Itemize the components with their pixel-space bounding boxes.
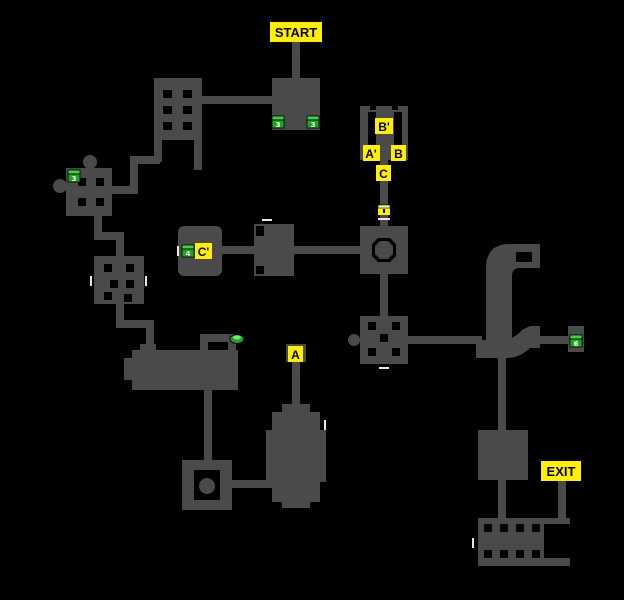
marker-c-prime: C' [195, 243, 212, 259]
svg-text:3: 3 [311, 121, 316, 129]
door-icon [379, 367, 389, 369]
svg-text:B: B [394, 147, 403, 161]
svg-text:C: C [379, 167, 388, 181]
svg-text:4: 4 [186, 250, 191, 258]
door-icon [177, 246, 179, 256]
marker-a: A [288, 346, 303, 362]
chest-c-prime[interactable]: 4 [181, 244, 195, 258]
marker-b: B [391, 145, 406, 161]
chest-top-left[interactable]: 3 [271, 115, 285, 129]
southeast-room [478, 430, 528, 480]
svg-text:3: 3 [72, 175, 77, 183]
chest-small-icon[interactable] [377, 204, 391, 215]
chest-east[interactable]: 6 [569, 334, 583, 348]
door-icon [378, 218, 390, 220]
doors [90, 218, 474, 548]
chest-west[interactable]: 3 [67, 169, 81, 183]
svg-text:A': A' [365, 147, 377, 161]
chest-top-right[interactable]: 3 [306, 115, 320, 129]
svg-text:START: START [275, 25, 317, 40]
west-mid-room [94, 256, 144, 304]
exit-marker: EXIT [541, 461, 581, 481]
svg-text:B': B' [378, 120, 390, 134]
svg-text:EXIT: EXIT [547, 464, 576, 479]
svg-text:C': C' [198, 245, 210, 259]
marker-b-prime: B' [375, 118, 393, 134]
corridors [94, 40, 574, 522]
long-hall [132, 350, 238, 390]
marker-c: C [376, 165, 391, 181]
door-icon [90, 276, 92, 286]
start-marker: START [270, 22, 322, 42]
door-icon [262, 219, 272, 221]
marker-a-prime: A' [363, 145, 380, 161]
svg-text:3: 3 [276, 121, 281, 129]
svg-text:6: 6 [574, 340, 579, 348]
curved-passage [486, 244, 540, 356]
door-icon [324, 420, 326, 430]
door-icon [472, 538, 474, 548]
svg-text:A: A [291, 348, 300, 362]
pillar-hall [154, 78, 202, 140]
green-switch-icon[interactable] [229, 334, 245, 344]
door-icon [145, 276, 147, 286]
